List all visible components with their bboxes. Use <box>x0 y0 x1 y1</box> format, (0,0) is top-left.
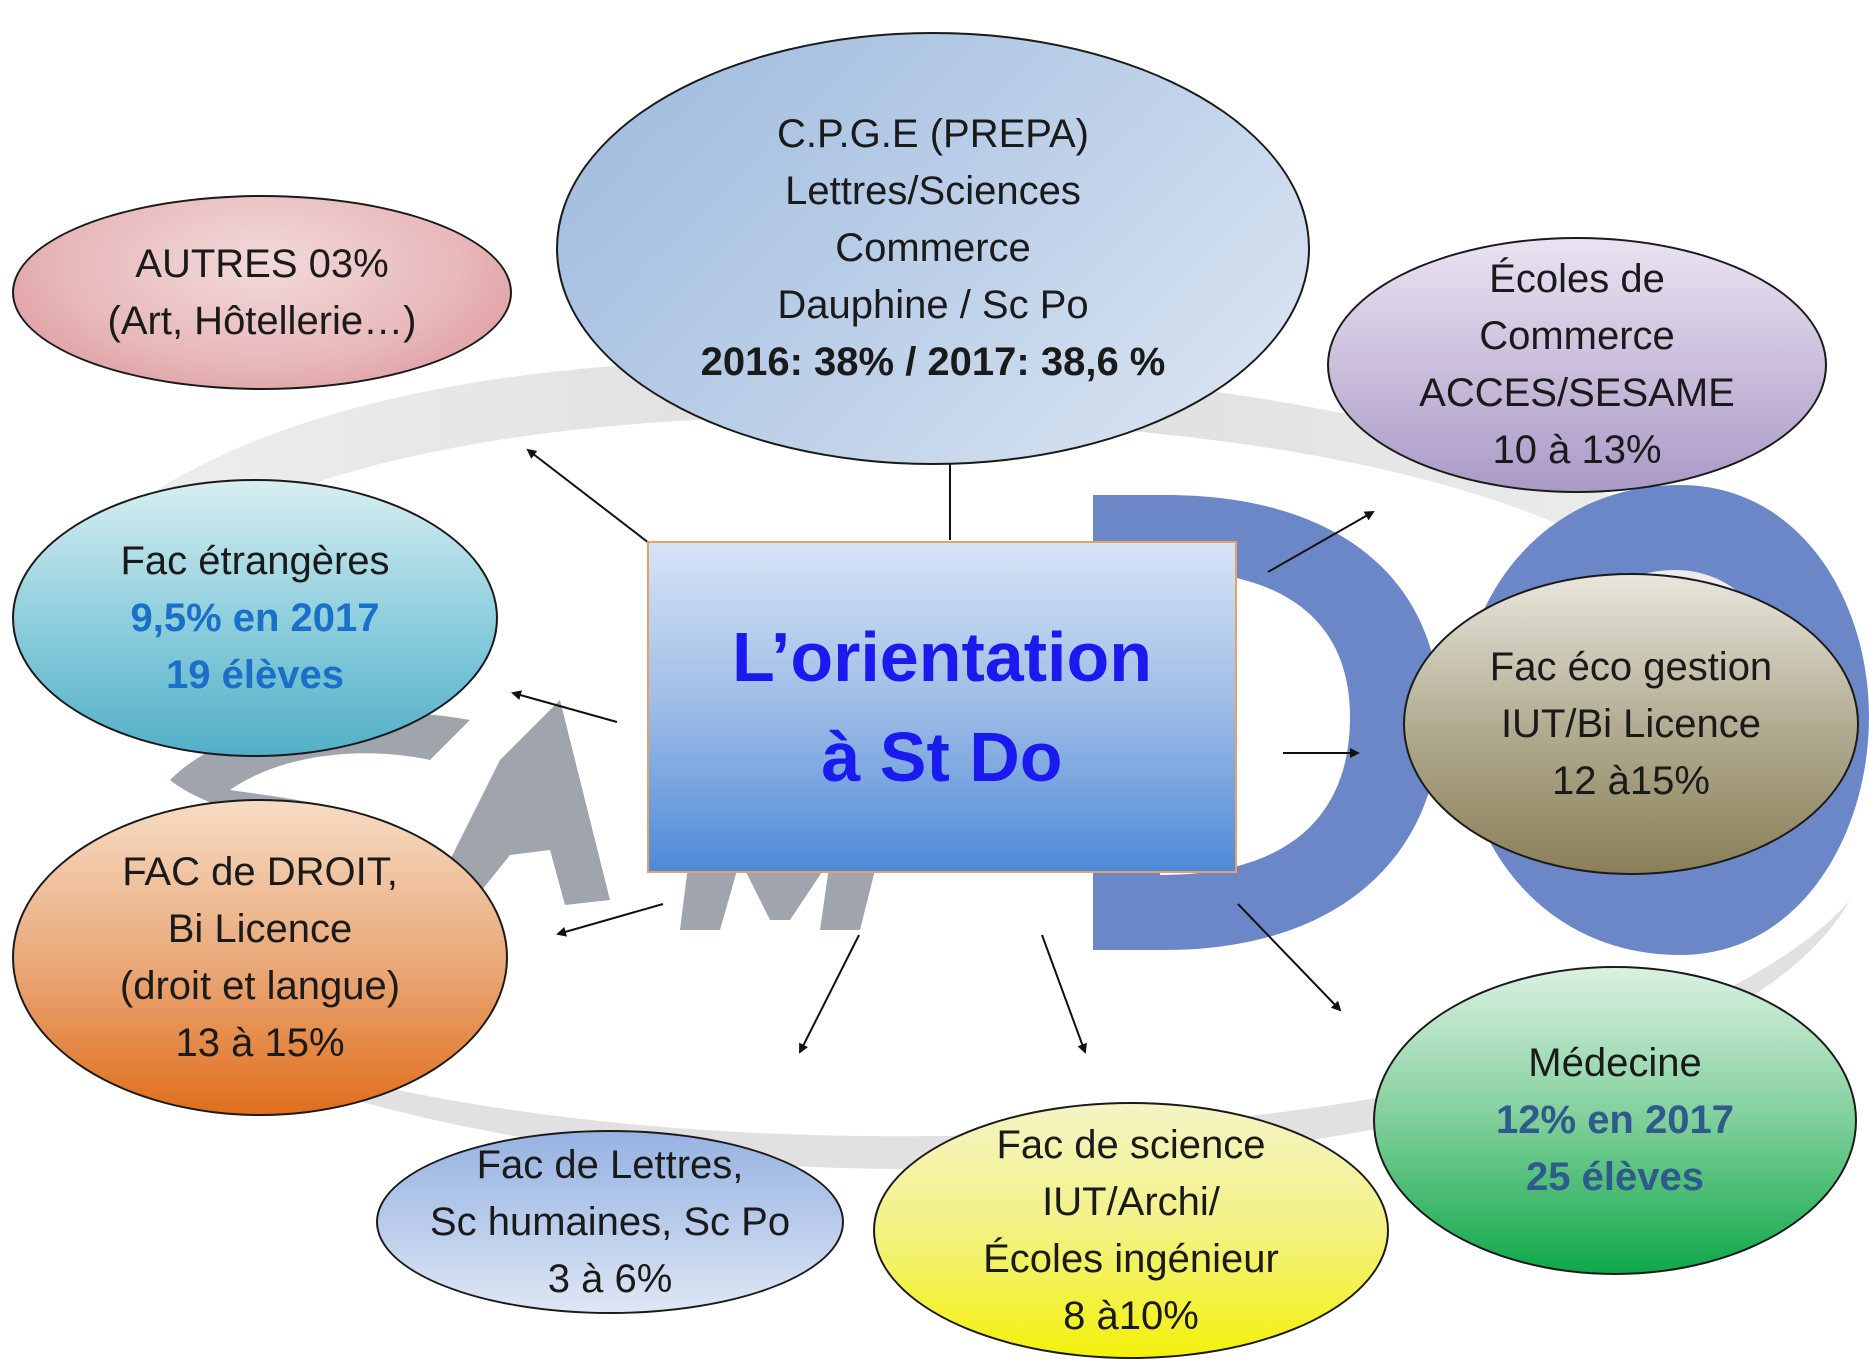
arrow-to-medecine <box>1237 903 1342 1012</box>
arrow-to-fac-lettres <box>799 934 860 1054</box>
node-ecoles-commerce: Écoles de Commerce ACCES/SESAME 10 à 13% <box>1327 237 1827 493</box>
arrow-to-fac-etrangeres <box>511 690 618 723</box>
node-autres-line-1: AUTRES 03% <box>135 241 389 286</box>
arrow-to-fac-droit <box>556 903 664 937</box>
node-cpge-line-3: Commerce <box>835 226 1031 270</box>
node-medecine: Médecine 12% en 2017 25 élèves <box>1373 966 1857 1275</box>
node-cpge: C.P.G.E (PREPA) Lettres/Sciences Commerc… <box>556 32 1310 465</box>
center-title-box: L’orientation à St Do <box>647 541 1237 873</box>
node-cpge-line-5: 2016: 38% / 2017: 38,6 % <box>700 340 1166 384</box>
node-fac-lettres-line-3: 3 à 6% <box>547 1256 673 1301</box>
node-cpge-line-2: Lettres/Sciences <box>785 169 1081 213</box>
node-autres-line-2: (Art, Hôtellerie…) <box>107 298 417 343</box>
node-medecine-line-2: 12% en 2017 <box>1496 1098 1734 1142</box>
arrow-to-autres <box>526 448 663 554</box>
node-fac-lettres: Fac de Lettres, Sc humaines, Sc Po 3 à 6… <box>376 1130 844 1314</box>
node-fac-etrangeres-line-2: 9,5% en 2017 <box>130 595 380 640</box>
node-ecoles-commerce-line-1: Écoles de <box>1489 257 1665 301</box>
node-fac-etrangeres-line-1: Fac étrangères <box>120 538 390 583</box>
center-title-line-2: à St Do <box>821 718 1063 796</box>
letter-d-shape <box>1093 495 1440 950</box>
node-ecoles-commerce-line-2: Commerce <box>1479 314 1675 358</box>
node-fac-science-line-2: IUT/Archi/ <box>1042 1179 1220 1224</box>
node-fac-etrangeres-line-3: 19 élèves <box>166 652 344 697</box>
node-fac-science-line-4: 8 à10% <box>1063 1293 1199 1338</box>
node-autres: AUTRES 03% (Art, Hôtellerie…) <box>12 195 512 390</box>
node-fac-droit: FAC de DROIT, Bi Licence (droit et langu… <box>12 799 508 1116</box>
node-ecoles-commerce-line-4: 10 à 13% <box>1492 428 1662 472</box>
node-fac-droit-line-3: (droit et langue) <box>119 963 401 1008</box>
node-fac-eco: Fac éco gestion IUT/Bi Licence 12 à15% <box>1403 573 1859 875</box>
node-fac-eco-line-3: 12 à15% <box>1552 758 1710 803</box>
node-fac-droit-line-1: FAC de DROIT, <box>122 849 398 894</box>
center-title-line-1: L’orientation <box>732 618 1152 696</box>
node-fac-etrangeres: Fac étrangères 9,5% en 2017 19 élèves <box>12 479 498 757</box>
node-fac-lettres-line-1: Fac de Lettres, <box>476 1142 744 1187</box>
node-cpge-line-4: Dauphine / Sc Po <box>777 283 1089 327</box>
node-fac-droit-line-2: Bi Licence <box>167 906 353 951</box>
node-medecine-line-1: Médecine <box>1528 1041 1702 1085</box>
node-fac-droit-line-4: 13 à 15% <box>175 1020 345 1065</box>
node-medecine-line-3: 25 élèves <box>1526 1155 1704 1199</box>
arrow-to-fac-science <box>1041 934 1087 1054</box>
node-fac-science-line-3: Écoles ingénieur <box>983 1236 1279 1281</box>
node-fac-science: Fac de science IUT/Archi/ Écoles ingénie… <box>873 1102 1389 1359</box>
arrow-to-ecoles-commerce <box>1267 511 1375 573</box>
node-fac-lettres-line-2: Sc humaines, Sc Po <box>429 1199 791 1244</box>
node-fac-eco-line-2: IUT/Bi Licence <box>1500 701 1762 746</box>
node-ecoles-commerce-line-3: ACCES/SESAME <box>1419 371 1735 415</box>
node-fac-eco-line-1: Fac éco gestion <box>1489 644 1773 689</box>
node-fac-science-line-1: Fac de science <box>996 1122 1266 1167</box>
node-cpge-line-1: C.P.G.E (PREPA) <box>777 112 1089 156</box>
